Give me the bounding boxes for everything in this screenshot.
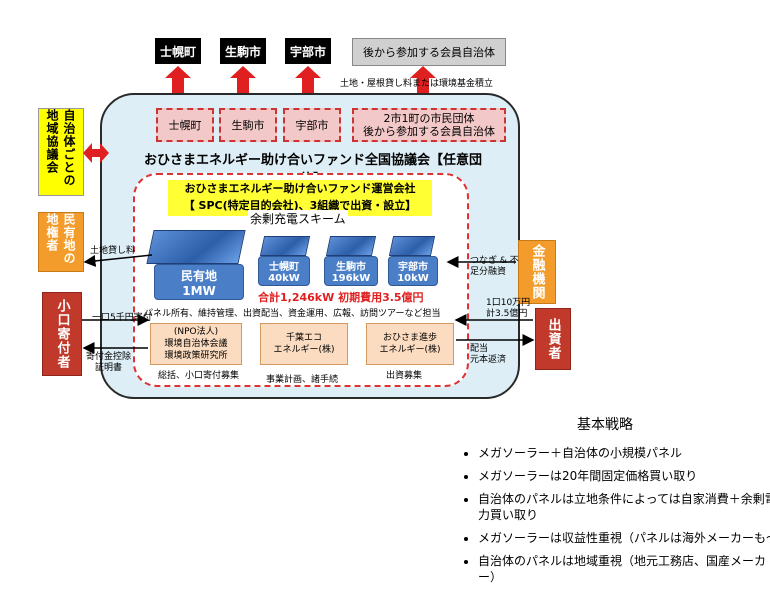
plant-name: 宇部市 — [398, 262, 428, 273]
plant-ube: 宇部市 10kW — [388, 256, 438, 286]
land-fee-arrow — [83, 254, 153, 267]
plant-name: 生駒市 — [336, 262, 366, 273]
land-rent-note: 土地・屋根貸し料または環境基金積立 — [340, 79, 494, 89]
roles-text: パネル所有、維持管理、出資配当、資金運用、広報、訪問ツアーなど担当 — [144, 309, 441, 319]
strategy-item: メガソーラーは収益性重視（パネルは海外メーカーも～ — [478, 530, 770, 546]
up-arrow-icon — [165, 66, 191, 94]
plant-capacity: 1MW — [182, 283, 216, 298]
strategy-item: メガソーラーは20年間固定価格買い取り — [478, 468, 770, 484]
investment-label: 1口10万円 計3.5億円 — [486, 298, 531, 319]
strategy-list: メガソーラー＋自治体の小規模パネル メガソーラーは20年間固定価格買い取り 自治… — [460, 445, 770, 592]
landowner-box: 民有地の地権者 — [38, 212, 84, 272]
company-name: おひさまエネルギー助け合いファンド運営会社 — [184, 182, 416, 195]
investor-box: 出資者 — [535, 308, 571, 370]
top-box-shihoro: 士幌町 — [155, 38, 201, 64]
top-box-ube: 宇部市 — [285, 38, 331, 64]
strategy-title: 基本戦略 — [577, 417, 633, 433]
bridge-loan-label: つなぎ & 不足分融資 — [470, 256, 519, 277]
plant-capacity: 40kW — [268, 273, 300, 284]
member-ohisama: おひさま進歩 エネルギー(株) — [366, 323, 454, 365]
strategy-item: 自治体のパネルは立地条件によっては自家消費＋余剰電力買い取り — [478, 491, 770, 523]
operating-company-title: おひさまエネルギー助け合いファンド運営会社 【 SPC(特定目的会社)、3組織で… — [168, 180, 432, 216]
receipt-label: 寄付金控除 証明書 — [86, 352, 132, 373]
plant-name: 士幌町 — [269, 262, 299, 273]
financial-institution-box: 金融機関 — [518, 240, 556, 304]
role-chiba-eco: 事業計画、諸手続 — [266, 375, 339, 385]
company-structure: 【 SPC(特定目的会社)、3組織で出資・設立】 — [183, 199, 417, 212]
member-npo: (NPO法人) 環境自治体会議 環境政策研究所 — [150, 323, 242, 365]
role-ohisama: 出資募集 — [386, 371, 423, 381]
plant-name: 民有地 — [180, 268, 217, 283]
donation-label: 一口5千円寄付 — [92, 313, 152, 323]
double-arrow-icon — [83, 143, 109, 163]
pink-box-ube: 宇部市 — [283, 108, 341, 142]
plant-capacity: 196kW — [331, 273, 371, 284]
plant-capacity: 10kW — [397, 273, 429, 284]
up-arrow-icon — [295, 66, 321, 94]
strategy-item: メガソーラー＋自治体の小規模パネル — [478, 445, 770, 461]
dividend-label: 配当 元本返済 — [470, 344, 507, 365]
plant-private-land: 民有地 1MW — [154, 264, 244, 300]
top-box-ikoma: 生駒市 — [220, 38, 266, 64]
pink-box-citizen-groups: 2市1町の市民団体 後から参加する会員自治体 — [352, 108, 506, 142]
top-box-future-members: 後から参加する会員自治体 — [352, 38, 506, 66]
up-arrow-icon — [230, 66, 256, 94]
strategy-item: 自治体のパネルは地域重視（地元工務店、国産メーカー） — [478, 553, 770, 585]
plant-ikoma: 生駒市 196kW — [324, 256, 378, 286]
member-chiba-eco: 千葉エコ エネルギー(株) — [260, 323, 348, 365]
pink-box-ikoma: 生駒市 — [219, 108, 277, 142]
total-capacity-cost: 合計1,246kW 初期費用3.5億円 — [258, 291, 424, 304]
land-fee-label: 土地貸し料 — [90, 246, 136, 256]
up-arrow-icon — [410, 66, 436, 94]
plant-shihoro: 士幌町 40kW — [258, 256, 310, 286]
regional-council-box: 自治体ごとの地域協議会 — [38, 108, 84, 196]
small-donor-box: 小口寄付者 — [42, 292, 82, 376]
role-npo: 総括、小口寄付募集 — [158, 371, 240, 381]
pink-box-shihoro: 士幌町 — [156, 108, 214, 142]
scheme-label: 余剰充電スキーム — [248, 210, 348, 227]
